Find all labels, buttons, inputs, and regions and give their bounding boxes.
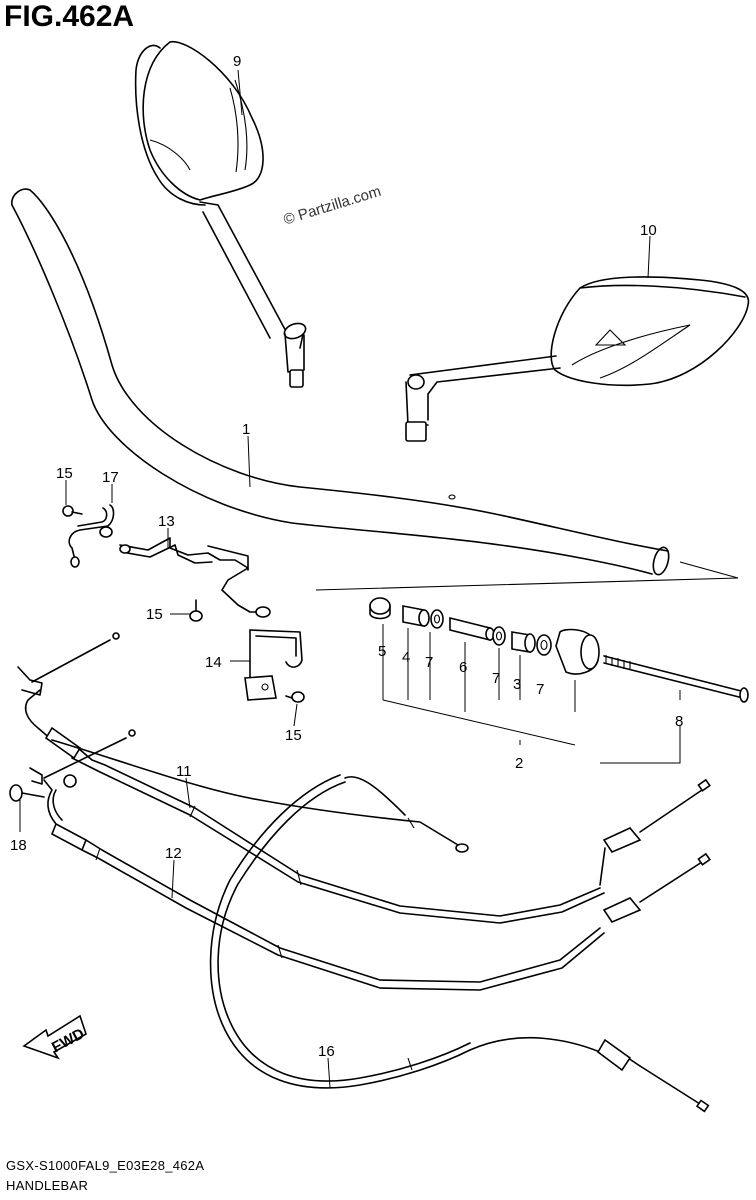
diagram-name: HANDLEBAR (6, 1178, 89, 1193)
callout-12: 12 (165, 845, 182, 862)
callout-5: 5 (378, 643, 386, 660)
callout-leader-lines (19, 69, 651, 1089)
callout-7-b: 7 (492, 670, 500, 687)
assembly-leader-lines (382, 624, 681, 764)
diagram-code: GSX-S1000FAL9_E03E28_462A (6, 1158, 205, 1173)
clamp-part-17[interactable] (68, 504, 115, 568)
callout-16: 16 (318, 1043, 335, 1060)
callout-14: 14 (205, 654, 222, 671)
handlebar-part[interactable] (11, 188, 672, 576)
throttle-cable-12[interactable] (29, 729, 711, 991)
callout-15-top: 15 (56, 465, 73, 482)
callout-15-middle: 15 (146, 606, 163, 623)
callout-7-c: 7 (536, 681, 544, 698)
bolt-15-top[interactable] (62, 505, 83, 517)
bolt-18[interactable] (9, 784, 45, 802)
callout-1: 1 (242, 421, 250, 438)
left-mirror-part[interactable] (134, 40, 308, 388)
callout-18: 18 (10, 837, 27, 854)
callout-7-a: 7 (425, 654, 433, 671)
callout-11: 11 (176, 763, 192, 780)
callout-2: 2 (515, 755, 523, 772)
callout-17: 17 (102, 469, 119, 486)
figure-title: FIG.462A (4, 0, 135, 33)
callout-labels: 9 10 1 15 17 13 15 14 15 5 4 7 6 7 3 7 2… (10, 53, 683, 1060)
throttle-cable-11[interactable] (17, 632, 711, 924)
balancer-assembly[interactable] (369, 597, 749, 703)
forward-direction-arrow: FWD (22, 1014, 87, 1060)
cable-16[interactable] (209, 774, 710, 1113)
callout-15-bottom: 15 (285, 727, 302, 744)
callout-10: 10 (640, 222, 657, 239)
bolt-15-bottom[interactable] (285, 691, 305, 703)
callout-9: 9 (233, 53, 241, 70)
cable-guide-bracket[interactable] (119, 537, 271, 618)
callout-8: 8 (675, 713, 683, 730)
right-mirror-part[interactable] (405, 276, 750, 442)
callout-13: 13 (158, 513, 175, 530)
callout-6: 6 (459, 659, 467, 676)
callout-3: 3 (513, 676, 521, 693)
callout-4: 4 (402, 649, 410, 666)
clip-part-14[interactable] (244, 629, 303, 701)
bolt-15-middle[interactable] (189, 599, 203, 622)
